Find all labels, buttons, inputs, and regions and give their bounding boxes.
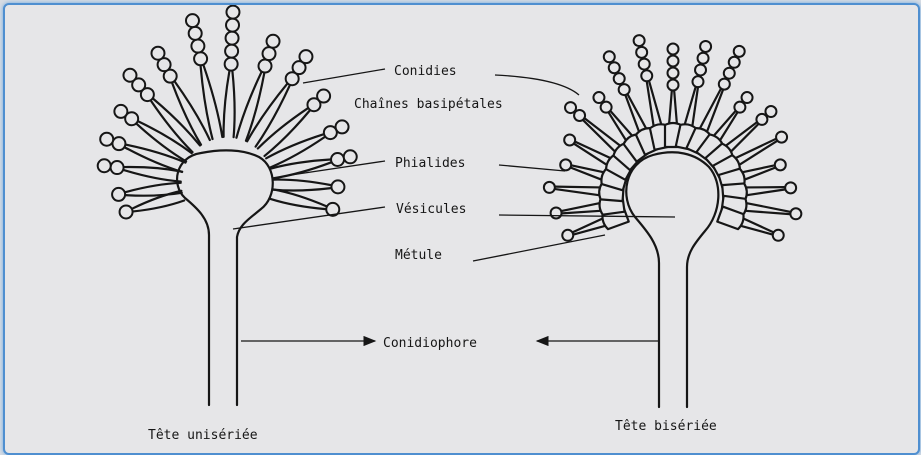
conidium: [601, 102, 612, 113]
conidium: [112, 137, 125, 150]
conidium: [790, 208, 801, 219]
conidium: [742, 92, 753, 103]
phialide: [626, 95, 647, 134]
conidium: [765, 106, 776, 117]
conidium: [317, 90, 330, 103]
label-phialides: Phialides: [395, 156, 465, 171]
left-conidia-chains: [98, 6, 357, 219]
conidium: [186, 14, 199, 27]
conidium: [259, 60, 272, 73]
phialide: [684, 87, 698, 127]
label-vesicules: Vésicules: [396, 202, 466, 217]
phialide: [669, 91, 677, 125]
conidium: [668, 80, 679, 91]
aspergillus-diagram: Conidies Chaînes basipétales Phialides V…: [5, 5, 918, 453]
conidium: [776, 132, 787, 143]
left-conidiophore: [177, 150, 273, 405]
label-metule: Métule: [395, 248, 442, 263]
caption-uniseriate: Tête unisériée: [148, 428, 258, 443]
phialide: [573, 218, 607, 235]
conidium: [734, 102, 745, 113]
conidium: [785, 182, 796, 193]
conidium: [636, 47, 647, 58]
phialide: [555, 187, 601, 196]
phialide: [224, 71, 235, 137]
conidium: [98, 159, 111, 172]
biseriate-head: [544, 35, 801, 407]
conidium: [609, 62, 620, 73]
phialide: [574, 142, 612, 166]
conidium: [194, 52, 207, 65]
conidium: [100, 133, 113, 146]
conidium: [564, 134, 575, 145]
conidium: [698, 53, 709, 64]
conidium: [111, 161, 124, 174]
phialide: [739, 218, 773, 235]
uniseriate-head: [98, 6, 357, 405]
conidium: [695, 64, 706, 75]
caption-biseriate: Tête bisériée: [615, 419, 717, 434]
conidium: [668, 68, 679, 79]
conidium: [756, 114, 767, 125]
conidium: [634, 35, 645, 46]
conidium: [123, 69, 136, 82]
conidium: [565, 102, 576, 113]
conidium: [700, 41, 711, 52]
phialide: [236, 72, 264, 141]
conidium: [120, 205, 133, 218]
conidium: [560, 159, 571, 170]
phialide: [699, 89, 723, 133]
phialide: [647, 81, 662, 127]
conidium: [151, 47, 164, 60]
conidium: [331, 153, 344, 166]
phialide: [273, 180, 331, 191]
conidium: [734, 46, 745, 57]
label-conidies: Conidies: [394, 64, 457, 79]
conidium: [263, 47, 276, 60]
conidium: [191, 40, 204, 53]
label-chaines-basipetales: Chaînes basipétales: [354, 97, 503, 112]
conidium: [604, 51, 615, 62]
phialide: [744, 203, 790, 214]
conidium: [226, 19, 239, 32]
phialide: [270, 189, 326, 209]
conidium: [641, 70, 652, 81]
phialide: [571, 165, 605, 180]
conidium: [299, 50, 312, 63]
conidium: [112, 188, 125, 201]
conidium: [724, 68, 735, 79]
label-conidiophore: Conidiophore: [383, 336, 477, 351]
conidium: [331, 180, 344, 193]
conidium: [719, 79, 730, 90]
conidium: [773, 230, 784, 241]
phialide: [744, 187, 784, 195]
conidium: [619, 84, 630, 95]
conidium: [336, 120, 349, 133]
conidium: [267, 35, 280, 48]
conidium: [593, 92, 604, 103]
conidium: [225, 58, 238, 71]
conidium: [668, 56, 679, 67]
conidium: [226, 32, 239, 45]
diagram-frame: Conidies Chaînes basipétales Phialides V…: [3, 3, 920, 455]
phialide: [741, 165, 775, 180]
conidium: [114, 105, 127, 118]
phialide: [562, 203, 602, 214]
conidium: [668, 44, 679, 55]
conidium: [562, 230, 573, 241]
conidium: [544, 182, 555, 193]
conidium: [344, 150, 357, 163]
conidium: [551, 207, 562, 218]
conidium: [226, 6, 239, 19]
right-conidiophore: [626, 152, 718, 407]
conidium: [639, 59, 650, 70]
conidium: [775, 159, 786, 170]
conidium: [574, 110, 585, 121]
conidium: [729, 57, 740, 68]
conidium: [225, 45, 238, 58]
conidium: [614, 73, 625, 84]
left-phialides: [124, 65, 331, 211]
conidium: [692, 76, 703, 87]
conidium: [189, 27, 202, 40]
